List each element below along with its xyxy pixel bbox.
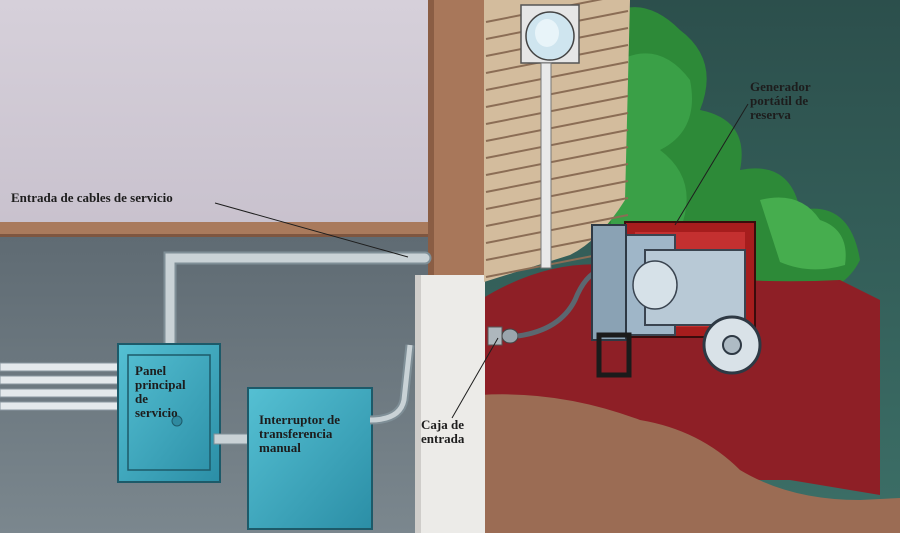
portable-generator	[591, 221, 762, 378]
main-panel-label: Panel principal de servicio	[135, 363, 186, 420]
electric-meter	[520, 4, 580, 269]
service-entrance-leader	[214, 202, 409, 258]
wall-stud	[428, 0, 484, 290]
service-entrance-label: Entrada de cables de servicio	[11, 190, 173, 205]
inlet-box	[487, 326, 519, 346]
inlet-box-leader	[451, 337, 499, 419]
foundation-wall	[415, 275, 485, 533]
tree-foliage	[600, 7, 860, 293]
callout-lines	[214, 103, 749, 419]
transfer-switch-label: Interruptor de transferencia manual	[259, 412, 341, 455]
generator-leader	[674, 103, 749, 226]
manual-transfer-switch	[247, 387, 373, 530]
floor-beam	[0, 222, 430, 236]
panel-link-conduit	[213, 433, 251, 445]
generator-label: Generador portátil de reserva	[750, 79, 811, 122]
main-service-panel	[117, 343, 221, 483]
inlet-box-label: Caja de entrada	[421, 417, 465, 446]
interior-wall	[0, 0, 430, 222]
brown-soil	[480, 394, 900, 533]
service-conduit	[163, 251, 432, 352]
